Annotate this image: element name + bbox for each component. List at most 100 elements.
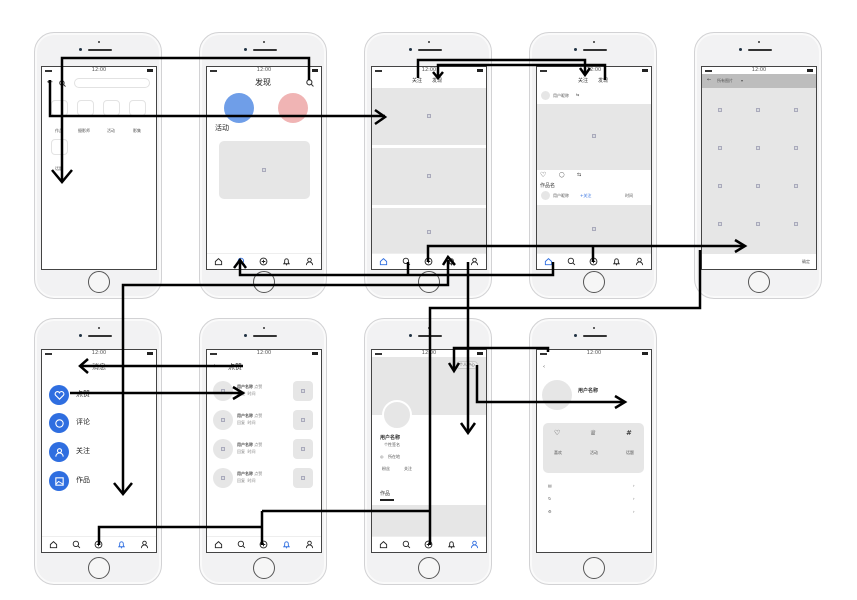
chevron-right-icon[interactable]: › bbox=[633, 509, 635, 514]
tab-discover[interactable]: 发现 bbox=[598, 78, 609, 84]
card-label-topic[interactable]: 话题 bbox=[626, 450, 634, 455]
search-tab-icon[interactable] bbox=[72, 540, 81, 549]
search-tab-icon[interactable] bbox=[237, 540, 246, 549]
photo-thumbnail[interactable] bbox=[794, 146, 798, 150]
feed-item[interactable] bbox=[372, 208, 486, 255]
photo-thumbnail[interactable] bbox=[756, 222, 760, 226]
work-thumbnail[interactable] bbox=[293, 381, 313, 401]
support-icon[interactable]: ↻ bbox=[548, 496, 552, 501]
avatar[interactable] bbox=[213, 439, 233, 459]
home-tab-icon[interactable] bbox=[379, 540, 388, 549]
user-tab-icon[interactable] bbox=[305, 540, 314, 549]
message-item-works[interactable]: 作品 bbox=[76, 476, 90, 484]
chevron-right-icon[interactable]: › bbox=[633, 496, 635, 501]
search-tab-icon[interactable] bbox=[567, 257, 576, 266]
chevron-right-icon[interactable]: › bbox=[633, 483, 635, 488]
comment-icon[interactable]: ◯ bbox=[559, 172, 565, 178]
message-item-comments[interactable]: 评论 bbox=[76, 418, 90, 426]
feed-item[interactable] bbox=[537, 205, 651, 255]
tab-discover[interactable]: 发现 bbox=[432, 78, 443, 84]
card-label-likes[interactable]: 喜欢 bbox=[554, 450, 562, 455]
confirm-button[interactable]: 确定 bbox=[802, 259, 810, 264]
heart-icon[interactable]: ♡ bbox=[540, 171, 547, 179]
avatar[interactable] bbox=[541, 91, 550, 100]
avatar[interactable] bbox=[213, 381, 233, 401]
message-item-follows[interactable]: 关注 bbox=[76, 447, 90, 455]
photo-thumbnail[interactable] bbox=[718, 146, 722, 150]
message-item-likes[interactable]: 点赞 bbox=[76, 390, 90, 398]
bell-tab-icon[interactable] bbox=[612, 257, 621, 266]
user-tab-icon[interactable] bbox=[635, 257, 644, 266]
plus-tab-icon[interactable] bbox=[259, 540, 268, 549]
category-activity[interactable] bbox=[103, 100, 120, 116]
settings-icon[interactable]: ⚙ bbox=[548, 509, 552, 514]
tab-works[interactable]: 作品 bbox=[380, 491, 391, 497]
location-button-blue[interactable] bbox=[224, 93, 254, 123]
post-image[interactable] bbox=[537, 104, 651, 170]
feed-item[interactable] bbox=[372, 148, 486, 205]
reply-link[interactable]: 回复 bbox=[237, 391, 245, 396]
search-tab-icon[interactable] bbox=[237, 257, 246, 266]
photo-thumbnail[interactable] bbox=[794, 108, 798, 112]
heart-icon[interactable]: ♡ bbox=[554, 429, 561, 437]
document-icon[interactable]: ▤ bbox=[548, 483, 552, 488]
avatar[interactable] bbox=[542, 380, 572, 410]
photo-thumbnail[interactable] bbox=[794, 184, 798, 188]
fans-count[interactable]: 粉丝 bbox=[382, 466, 390, 471]
chevron-down-icon[interactable]: ▾ bbox=[741, 78, 744, 83]
search-input[interactable] bbox=[74, 78, 150, 88]
reply-link[interactable]: 回复 bbox=[237, 478, 245, 483]
back-arrow-icon[interactable]: ← bbox=[213, 362, 219, 370]
repost-icon[interactable]: ⇆ bbox=[577, 172, 582, 178]
home-tab-icon[interactable] bbox=[379, 257, 388, 266]
search-icon[interactable] bbox=[306, 79, 314, 87]
search-icon[interactable] bbox=[59, 80, 66, 87]
tab-following[interactable]: 关注 bbox=[412, 78, 423, 84]
album-selector[interactable]: 所有图片 bbox=[717, 78, 733, 83]
photo-thumbnail[interactable] bbox=[794, 222, 798, 226]
hashtag-icon[interactable]: # bbox=[626, 429, 632, 437]
plus-tab-icon[interactable] bbox=[259, 257, 268, 266]
back-arrow-icon[interactable]: ‹ bbox=[543, 364, 545, 370]
follow-button[interactable]: +关注 bbox=[580, 193, 592, 198]
plus-tab-icon[interactable] bbox=[424, 540, 433, 549]
avatar[interactable] bbox=[541, 191, 550, 200]
tab-following[interactable]: 关注 bbox=[578, 78, 589, 84]
back-arrow-icon[interactable]: ← bbox=[47, 78, 53, 86]
following-count[interactable]: 关注 bbox=[404, 466, 412, 471]
avatar[interactable] bbox=[382, 400, 412, 430]
reply-link[interactable]: 回复 bbox=[237, 449, 245, 454]
photo-thumbnail[interactable] bbox=[718, 222, 722, 226]
home-tab-icon[interactable] bbox=[544, 257, 553, 266]
work-thumbnail[interactable] bbox=[293, 439, 313, 459]
personal-center-button[interactable]: 个人中心 bbox=[456, 361, 478, 369]
category-album[interactable] bbox=[129, 100, 146, 116]
photo-thumbnail[interactable] bbox=[718, 184, 722, 188]
bell-tab-icon[interactable] bbox=[282, 257, 291, 266]
follow-icon[interactable] bbox=[49, 442, 69, 462]
comment-icon[interactable] bbox=[49, 413, 69, 433]
photo-thumbnail[interactable] bbox=[718, 108, 722, 112]
avatar[interactable] bbox=[213, 468, 233, 488]
home-tab-icon[interactable] bbox=[214, 540, 223, 549]
activity-card[interactable] bbox=[219, 141, 310, 199]
bell-tab-icon[interactable] bbox=[447, 257, 456, 266]
plus-tab-icon[interactable] bbox=[589, 257, 598, 266]
user-tab-icon[interactable] bbox=[470, 540, 479, 549]
repost-icon[interactable]: ⇆ bbox=[576, 92, 580, 97]
user-tab-icon[interactable] bbox=[140, 540, 149, 549]
plus-tab-icon[interactable] bbox=[94, 540, 103, 549]
user-tab-icon[interactable] bbox=[305, 257, 314, 266]
photo-thumbnail[interactable] bbox=[756, 146, 760, 150]
search-tab-icon[interactable] bbox=[402, 257, 411, 266]
feed-item[interactable] bbox=[372, 88, 486, 145]
location-button-pink[interactable] bbox=[278, 93, 308, 123]
home-tab-icon[interactable] bbox=[49, 540, 58, 549]
category-topic[interactable] bbox=[51, 139, 68, 155]
bell-tab-icon[interactable] bbox=[282, 540, 291, 549]
work-thumbnail[interactable] bbox=[293, 468, 313, 488]
image-icon[interactable] bbox=[49, 471, 69, 491]
user-tab-icon[interactable] bbox=[470, 257, 479, 266]
bell-tab-icon[interactable] bbox=[447, 540, 456, 549]
reply-link[interactable]: 回复 bbox=[237, 420, 245, 425]
